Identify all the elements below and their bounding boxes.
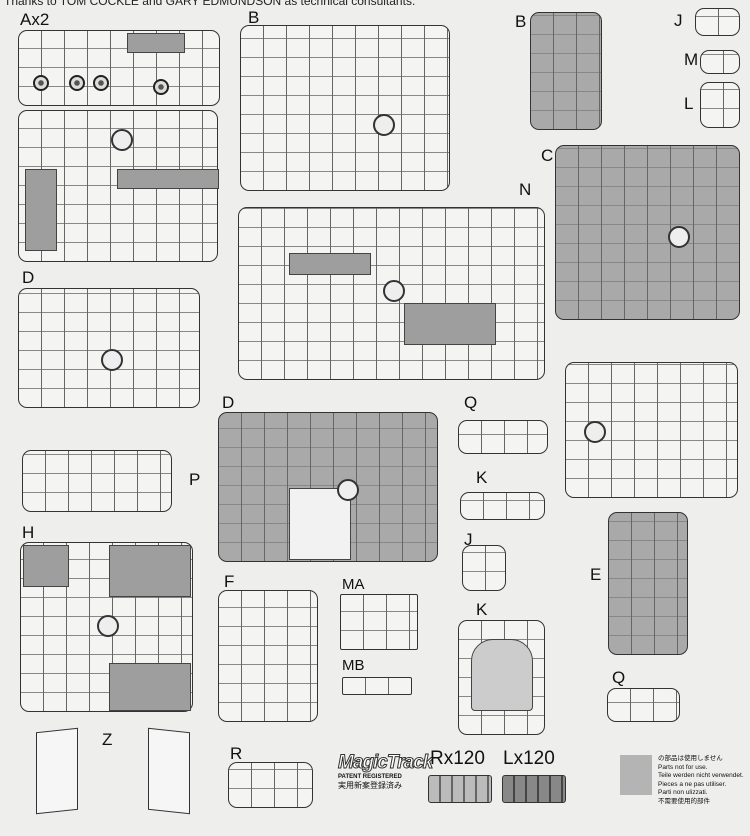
- sprue-j-bottom: [462, 545, 506, 591]
- sprue-n: [238, 207, 545, 380]
- sprue-gate: [97, 615, 119, 637]
- unused-part: [109, 663, 191, 711]
- legend-line: Parti non ulizzati.: [658, 789, 708, 797]
- sprue-d-left: [18, 288, 200, 408]
- sprue-label-j-bottom: J: [464, 530, 473, 549]
- road-wheel: [69, 75, 85, 91]
- sprue-z-left: [36, 727, 78, 815]
- magic-track-logo: MagicTrack PATENT REGISTERED 実用新案登録済み: [338, 752, 434, 791]
- sprue-b: [240, 25, 450, 191]
- credit-line: Thanks to TOM COCKLE and GARY EDMUNDSON …: [4, 0, 416, 8]
- magic-track-wordmark: MagicTrack: [338, 752, 434, 774]
- sprue-label-l: L: [684, 94, 694, 113]
- unused-part: [117, 169, 219, 189]
- sprue-p: [22, 450, 172, 512]
- sprue-gate: [373, 114, 395, 136]
- sprue-j: [695, 8, 740, 36]
- sprue-label-e: E: [590, 565, 602, 584]
- road-wheel: [93, 75, 109, 91]
- unused-parts-swatch: [620, 755, 652, 795]
- sprue-label-b-small: B: [515, 12, 527, 31]
- sprue-label-h: H: [22, 523, 35, 542]
- sprue-label-mb: MB: [342, 657, 365, 674]
- unused-part: [127, 33, 185, 53]
- sprue-a-upper: [18, 30, 220, 106]
- unused-part: [25, 169, 57, 251]
- sprue-label-r: R: [230, 744, 243, 763]
- legend-line: Pieces a ne pas utiliser.: [658, 780, 727, 788]
- sprue-label-n: N: [519, 180, 532, 199]
- unused-part: [404, 303, 496, 345]
- sprue-label-f: F: [224, 572, 235, 591]
- patent-text: PATENT REGISTERED: [338, 774, 402, 780]
- sprue-q-bottom: [607, 688, 680, 722]
- unused-part: [289, 253, 371, 275]
- sprue-k-top: [460, 492, 545, 520]
- legend-line: Parts not for use.: [658, 763, 708, 771]
- sprue-f: [218, 590, 318, 722]
- photo-etch-mb: [342, 677, 412, 695]
- sprue-k-bottom: [458, 620, 545, 735]
- road-wheel: [33, 75, 49, 91]
- sprue-label-ma: MA: [342, 576, 365, 593]
- sprue-label-q: Q: [464, 393, 478, 412]
- sprue-gate: [383, 280, 405, 302]
- track-right-count: Rx120: [430, 748, 485, 769]
- turret-part: [471, 639, 533, 711]
- sprue-gate: [111, 129, 133, 151]
- sprue-label-d: D: [22, 268, 35, 287]
- sprue-e: [608, 512, 688, 655]
- sprue-gate: [584, 421, 606, 443]
- sprue-z-right: [148, 727, 190, 815]
- photo-etch-ma: [340, 594, 418, 650]
- sprue-b-small: [530, 12, 602, 130]
- sprue-q-top: [458, 420, 548, 454]
- sprue-label-m: M: [684, 50, 699, 69]
- legend-line: Teile werden nicht verwendet.: [658, 772, 744, 780]
- sprue-label-b: B: [248, 8, 260, 27]
- sprue-l: [700, 82, 740, 128]
- sprue-d-center: [218, 412, 438, 562]
- sprue-r: [228, 762, 313, 808]
- unused-part: [109, 545, 191, 597]
- unused-part: [23, 545, 69, 587]
- sprue-gate: [668, 226, 690, 248]
- sprue-label-q-bottom: Q: [612, 668, 626, 687]
- sprue-c: [555, 145, 740, 320]
- sprue-m: [700, 50, 740, 74]
- track-left-count: Lx120: [503, 748, 555, 769]
- legend-line: の部品は使用しません: [658, 755, 723, 762]
- sprue-gate: [337, 479, 359, 501]
- sprue-label-p: P: [189, 470, 201, 489]
- track-link-right: [428, 775, 492, 803]
- sprue-h: [20, 542, 193, 712]
- unused-parts-legend: の部品は使用しません Parts not for use. Teile werd…: [658, 755, 744, 807]
- sprue-label-d-center: D: [222, 393, 235, 412]
- sprue-label-ax2: Ax2: [20, 10, 50, 29]
- legend-line: 不需要使用的部件: [658, 797, 710, 805]
- sprue-label-k: K: [476, 468, 488, 487]
- sprue-label-k-bottom: K: [476, 600, 488, 619]
- part-ring: [289, 488, 351, 560]
- sprue-gate: [101, 349, 123, 371]
- track-link-left: [502, 775, 566, 803]
- sprue-label-c: C: [541, 146, 554, 165]
- sprue-large-right: [565, 362, 738, 498]
- sprue-label-z: Z: [102, 730, 113, 749]
- patent-text-jp: 実用新案登録済み: [338, 781, 402, 790]
- sprue-a-lower: [18, 110, 219, 262]
- sprue-label-j: J: [674, 11, 683, 30]
- road-wheel: [153, 79, 169, 95]
